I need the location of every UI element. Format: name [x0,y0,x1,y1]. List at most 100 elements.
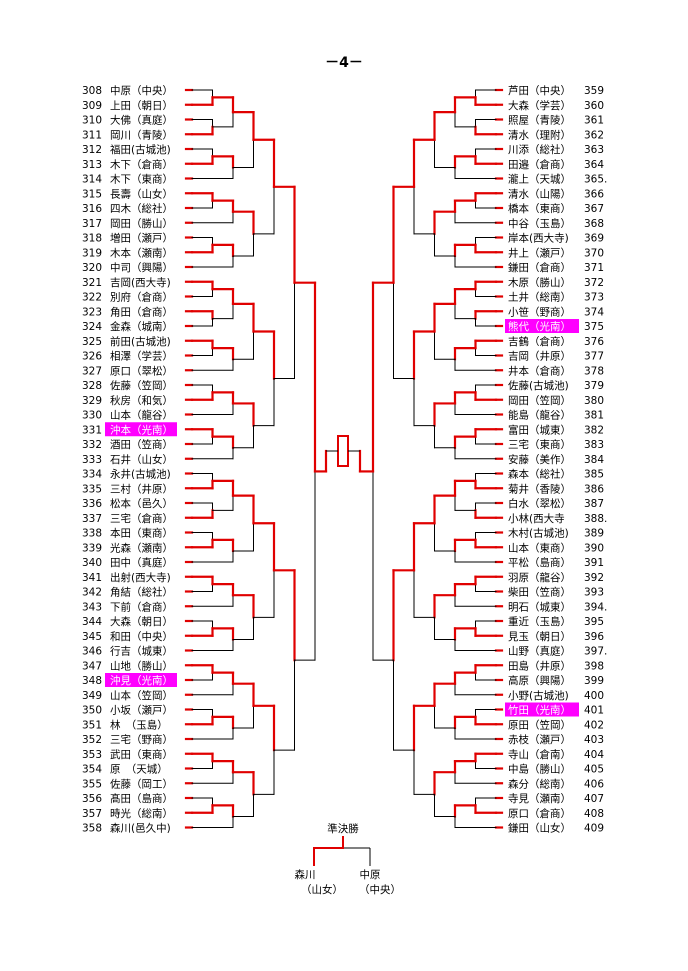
entry-name: 三宅（倉商） [110,512,173,525]
entry-name: 上田（朝日） [110,100,173,112]
entry-row: 中谷（玉島） 368 [508,217,604,230]
entry-name: 松本（邑久） [110,497,173,510]
entry-number: 334 [82,469,102,481]
entry-row: 重近（玉島）395 [508,615,604,628]
final-box [337,435,349,467]
entry-row: 川添（総社）363 [508,143,604,156]
entry-row: 土井（総南）373 [508,291,604,304]
entry-row: 317 岡田（勝山） [82,217,173,230]
entry-name: 岡田（勝山） [110,217,173,230]
entry-row: 中島（勝山）405 [508,763,604,776]
entry-number: 320 [82,262,102,274]
entry-row: 田島（井原）398 [508,659,604,672]
entry-number: 369 [584,233,604,245]
entry-number: 331 [82,424,102,436]
entry-number: 365. [584,174,607,186]
entry-number: 350 [82,705,102,717]
entry-name: 武田（東商） [110,748,173,761]
entry-number: 339 [82,542,102,554]
entry-row: 原口（倉商）408 [508,807,604,820]
entry-name: 佐藤(古城池) [508,379,569,392]
entry-row: 寺見（瀬南）407 [508,792,604,805]
entry-name: 永井(古城池) [110,468,171,481]
entry-row: 白水（翠松）387 [508,497,604,510]
entry-row: 清水（山陽）366 [508,187,604,200]
entry-name: 小笹（野商） [508,305,571,318]
semifinal-section: 準決勝 森川 （山女） 中原 （中央） [295,822,402,896]
entry-name: 森本（総社） [508,468,571,481]
entry-number: 371 [584,262,604,274]
entry-number: 405 [584,764,604,776]
entry-name: 山本（東商） [508,541,571,554]
entry-name: 角結（総社） [110,586,173,599]
entry-row: 井本（倉商）378 [508,364,604,377]
entry-number: 377 [584,351,604,363]
entry-number: 309 [82,100,102,112]
entry-name: 森分（総南） [508,777,571,790]
entry-row: 岡田（笠岡）380 [508,394,604,407]
entry-name: 木村(古城池) [508,527,569,540]
highlight-marker [505,702,579,717]
entry-name: 寺山（倉南） [508,748,571,761]
entry-row: 橋本（東商）367 [508,202,604,215]
entry-number: 338 [82,528,102,540]
entry-row: 吉岡（井原）377 [508,350,604,363]
entry-number: 394. [584,601,607,613]
entry-number: 316 [82,203,102,215]
entry-name: 行吉（城東） [110,645,173,658]
entry-number: 308 [82,85,102,97]
entry-name: 三宅（東商） [508,438,571,451]
entry-name: 三宅（野商） [110,733,173,746]
entry-row: 森分（総南）406 [508,777,604,790]
entry-name: 岸本(西大寺) [508,232,569,245]
entry-name: 中谷（玉島） [508,217,571,230]
entry-name: 四木（総社） [110,202,173,215]
entry-number: 360 [584,100,604,112]
entry-row: 原田（笠岡）402 [508,718,604,731]
entry-row: 木村(古城池)389 [508,527,604,540]
entry-row: 三宅（東商）383 [508,438,604,451]
entry-name: 出射(西大寺) [110,571,171,584]
entry-name: 沖見（光南） [110,674,173,687]
entry-number: 317 [82,218,102,230]
entry-name: 井本（倉商） [508,364,571,377]
entry-name: 橋本（東商） [508,202,571,215]
entry-name: 田中（真庭） [110,556,173,569]
entry-name: 吉岡(西大寺) [110,276,171,289]
entry-name: 三村（井原） [110,482,173,495]
highlight-marker [505,319,579,333]
entry-row: 柴田（笠商）393 [508,586,604,599]
entry-row: 田邉（倉商）364 [508,158,604,171]
entry-number: 368 [584,218,604,230]
entry-number: 358 [82,823,102,835]
entry-name: 富田（城東） [508,423,571,436]
semifinal-label: 準決勝 [327,822,359,835]
entry-number: 355 [82,778,102,790]
entry-number: 356 [82,793,102,805]
entry-number: 330 [82,410,102,422]
entry-row: 小笹（野商）374 [508,305,604,318]
entry-name: 相澤（学芸） [110,350,173,363]
semifinal-winner-path [313,836,344,866]
entry-name: 本田（東商） [110,527,173,540]
entry-name: 山野（真庭） [508,645,571,658]
entry-number: 408 [584,808,604,820]
entry-row: 明石（城東） 394. [508,600,607,613]
entry-name: 山本（笠岡） [110,689,173,702]
entry-name: 山本（龍谷） [110,409,173,422]
entry-name: 能島（龍谷） [508,409,571,422]
center-final [326,435,360,467]
entry-name: 明石（城東） [508,600,571,613]
entry-name: 時光（総南） [110,807,173,820]
entry-number: 346 [82,646,102,658]
entry-row: 瀧上（天城）365. [508,173,607,186]
finalist-1-school: （山女） [301,883,343,896]
